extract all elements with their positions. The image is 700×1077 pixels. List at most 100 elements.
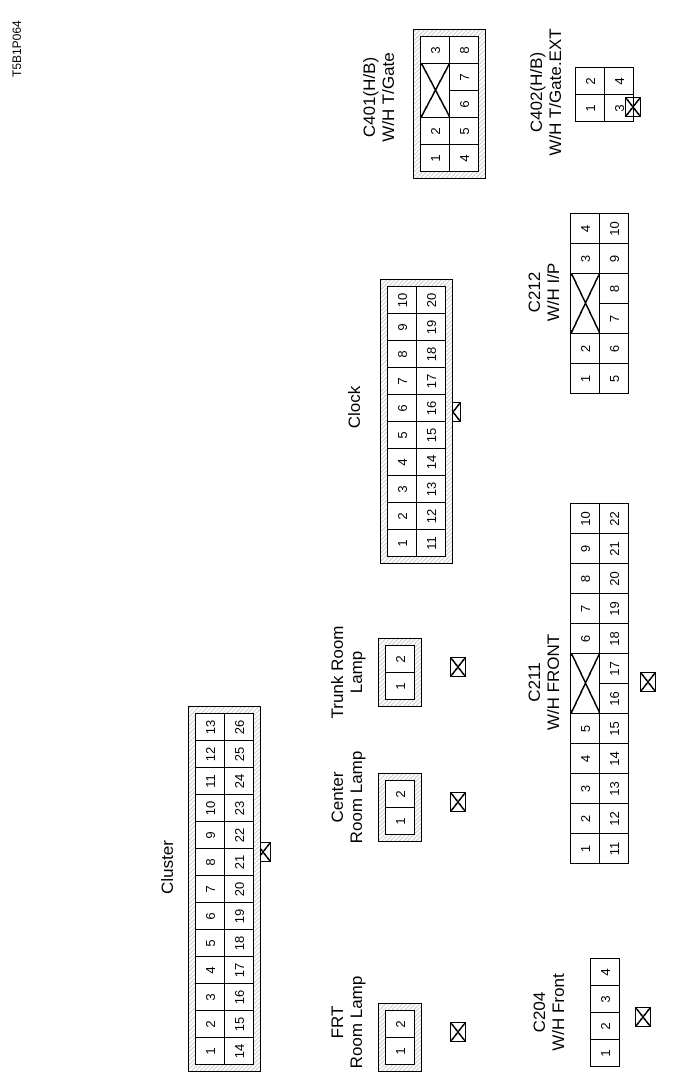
c211-connector: 1 2 3 4 5 6 7 8 9 10 11 12 13 14 15 16 1… [570, 503, 629, 864]
trunk-room-lamp-pin: 2 [385, 645, 415, 673]
c211-pin: 10 [570, 503, 600, 534]
c402-name: W/H T/Gate.EXT [546, 28, 565, 156]
c211-pin: 14 [599, 743, 629, 774]
cluster-pin: 23 [224, 794, 254, 822]
cluster-pin: 5 [195, 929, 225, 957]
cluster-pin: 24 [224, 767, 254, 795]
c212-pin: 6 [599, 333, 629, 364]
c212-pin: 8 [599, 273, 629, 304]
c402-label: C402(H/B) W/H T/Gate.EXT [527, 12, 565, 172]
c401-code: C401(H/B) [360, 56, 379, 138]
c204-pin: 3 [590, 985, 620, 1013]
c211-pin: 9 [570, 533, 600, 564]
cluster-pin: 6 [195, 902, 225, 930]
cluster-label: Cluster [158, 817, 177, 917]
cluster-pin: 1 [195, 1037, 225, 1065]
c211-pin: 21 [599, 533, 629, 564]
cluster-pin: 22 [224, 821, 254, 849]
c401-pin: 3 [420, 36, 450, 64]
cluster-pin: 12 [195, 740, 225, 768]
trunk-room-lamp-lock-tab [450, 657, 466, 677]
clock-pin: 15 [416, 421, 446, 449]
cluster-pin: 3 [195, 983, 225, 1011]
c401-blank-cavity [420, 63, 450, 118]
c211-lock-tab [640, 672, 656, 692]
c401-name: W/H T/Gate [379, 52, 398, 142]
c204-name: W/H Front [549, 973, 568, 1051]
cluster-pin: 4 [195, 956, 225, 984]
cluster-pin: 25 [224, 740, 254, 768]
c212-pin: 9 [599, 243, 629, 274]
trunk-room-lamp-label: Trunk Room Lamp [328, 612, 366, 732]
c402-pin: 4 [604, 67, 634, 95]
c401-pin: 1 [420, 144, 450, 172]
clock-pin: 2 [387, 502, 417, 530]
c211-blank-cavity [570, 653, 600, 714]
c401-pin: 8 [449, 36, 479, 64]
c402-pin: 1 [575, 94, 605, 122]
c211-pin: 18 [599, 623, 629, 654]
center-room-lamp-lock-tab [450, 792, 466, 812]
c401-connector: 1 2 3 4 5 6 7 8 [413, 29, 486, 179]
cluster-pin: 17 [224, 956, 254, 984]
c211-pin: 19 [599, 593, 629, 624]
cluster-pin: 21 [224, 848, 254, 876]
c212-code: C212 [525, 271, 544, 313]
c211-name: W/H FRONT [544, 633, 563, 731]
c211-pin: 13 [599, 773, 629, 804]
c211-pin: 15 [599, 713, 629, 744]
c212-label: C212 W/H I/P [525, 237, 563, 347]
c212-pin: 3 [570, 243, 600, 274]
cluster-pin: 16 [224, 983, 254, 1011]
cluster-name: Cluster [158, 840, 177, 894]
c212-pin: 4 [570, 213, 600, 244]
cluster-pin: 7 [195, 875, 225, 903]
cluster-connector: 1 2 3 4 5 6 7 8 9 10 11 12 13 14 15 16 1… [188, 706, 261, 1072]
center-room-lamp-pin: 1 [385, 807, 415, 835]
c211-pin: 6 [570, 623, 600, 654]
c204-code: C204 [530, 991, 549, 1033]
c212-pin: 5 [599, 363, 629, 394]
cluster-pin: 20 [224, 875, 254, 903]
c204-connector: 1 2 3 4 [590, 958, 620, 1067]
clock-connector: 1 2 3 4 5 6 7 8 9 10 11 12 13 14 15 16 1… [380, 279, 453, 564]
c401-label: C401(H/B) W/H T/Gate [360, 17, 398, 177]
clock-pin: 20 [416, 286, 446, 314]
c401-pin: 4 [449, 144, 479, 172]
c211-pin: 3 [570, 773, 600, 804]
figure-code: T5B1P064 [10, 20, 24, 77]
clock-pin: 17 [416, 367, 446, 395]
clock-pin: 1 [387, 529, 417, 557]
clock-pin: 9 [387, 313, 417, 341]
c211-pin: 5 [570, 713, 600, 744]
clock-pin: 7 [387, 367, 417, 395]
clock-pin: 8 [387, 340, 417, 368]
center-room-lamp-line1: Center [328, 771, 347, 823]
c401-pin: 2 [420, 117, 450, 145]
trunk-room-lamp-connector: 1 2 [378, 638, 422, 707]
c212-name: W/H I/P [544, 262, 563, 322]
c212-pin: 2 [570, 333, 600, 364]
cluster-pin: 10 [195, 794, 225, 822]
cluster-pin: 13 [195, 713, 225, 741]
clock-pin: 14 [416, 448, 446, 476]
c211-pin: 12 [599, 803, 629, 834]
c211-code: C211 [525, 662, 544, 702]
c401-pin: 7 [449, 63, 479, 91]
clock-pin: 6 [387, 394, 417, 422]
c402-pin: 3 [604, 94, 634, 122]
c401-pin: 6 [449, 90, 479, 118]
cluster-pin: 8 [195, 848, 225, 876]
trunk-room-lamp-line2: Lamp [347, 650, 366, 694]
clock-pin: 3 [387, 475, 417, 503]
c204-label: C204 W/H Front [530, 947, 568, 1077]
c402-pin: 2 [575, 67, 605, 95]
c211-pin: 4 [570, 743, 600, 774]
cluster-pin: 9 [195, 821, 225, 849]
c204-pin: 2 [590, 1012, 620, 1040]
cluster-pin: 26 [224, 713, 254, 741]
c204-lock-tab [635, 1007, 651, 1027]
c211-pin: 11 [599, 833, 629, 864]
